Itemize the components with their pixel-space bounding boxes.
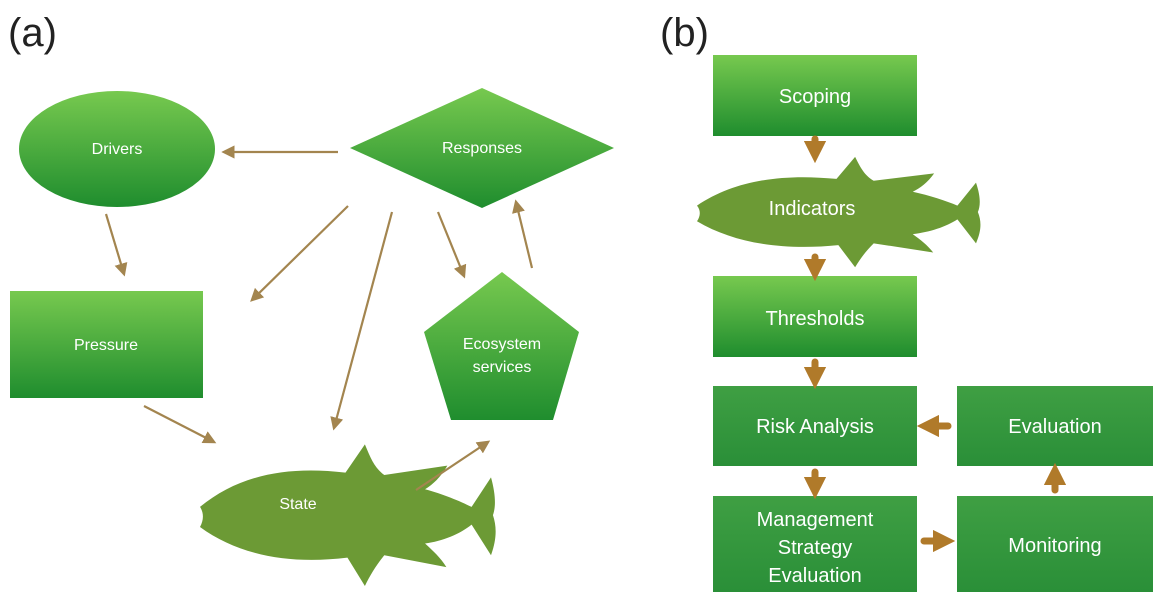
ecosystem-services-node: Ecosystem services [424, 272, 579, 420]
pressure-label: Pressure [74, 337, 138, 354]
evaluation-node: Evaluation [957, 386, 1153, 466]
thresholds-node: Thresholds [713, 276, 917, 357]
indicators-fish-node: Indicators [697, 156, 981, 268]
arrow-state-to-ecosystem [415, 440, 491, 491]
risk-analysis-label: Risk Analysis [756, 416, 874, 438]
monitoring-label: Monitoring [1008, 535, 1101, 557]
drivers-label: Drivers [92, 141, 143, 158]
scoping-node: Scoping [713, 55, 917, 136]
panel-b-label: (b) [660, 11, 709, 55]
panel-a-label: (a) [8, 11, 57, 55]
responses-label: Responses [442, 140, 522, 157]
arrow-ecosystem-to-responses [512, 199, 534, 269]
panel-a-arrows [104, 145, 534, 491]
risk-analysis-node: Risk Analysis [713, 386, 917, 466]
evaluation-label: Evaluation [1008, 416, 1101, 438]
state-fish-node: State [200, 444, 496, 586]
state-label: State [279, 496, 316, 513]
pressure-node: Pressure [10, 291, 203, 398]
arrow-responses-to-ecosystem [436, 211, 467, 279]
scoping-label: Scoping [779, 86, 851, 108]
mse-label-line1: Management [757, 509, 874, 531]
drivers-node: Drivers [19, 91, 215, 207]
panel-b-arrows [803, 135, 1067, 553]
arrow-drivers-to-pressure [104, 213, 128, 277]
arrow-pressure-to-state [143, 405, 217, 444]
ecosystem-label-line2: services [473, 359, 532, 376]
mse-label-line2: Strategy [778, 537, 852, 559]
management-strategy-evaluation-node: Management Strategy Evaluation [713, 496, 917, 592]
responses-node: Responses [350, 88, 614, 208]
monitoring-node: Monitoring [957, 496, 1153, 592]
arrow-responses-to-state [330, 211, 394, 431]
arrow-responses-to-pressure [250, 205, 349, 302]
thresholds-label: Thresholds [766, 308, 865, 330]
ecosystem-label-line1: Ecosystem [463, 336, 541, 353]
indicators-label: Indicators [769, 198, 856, 220]
mse-label-line3: Evaluation [768, 565, 861, 587]
